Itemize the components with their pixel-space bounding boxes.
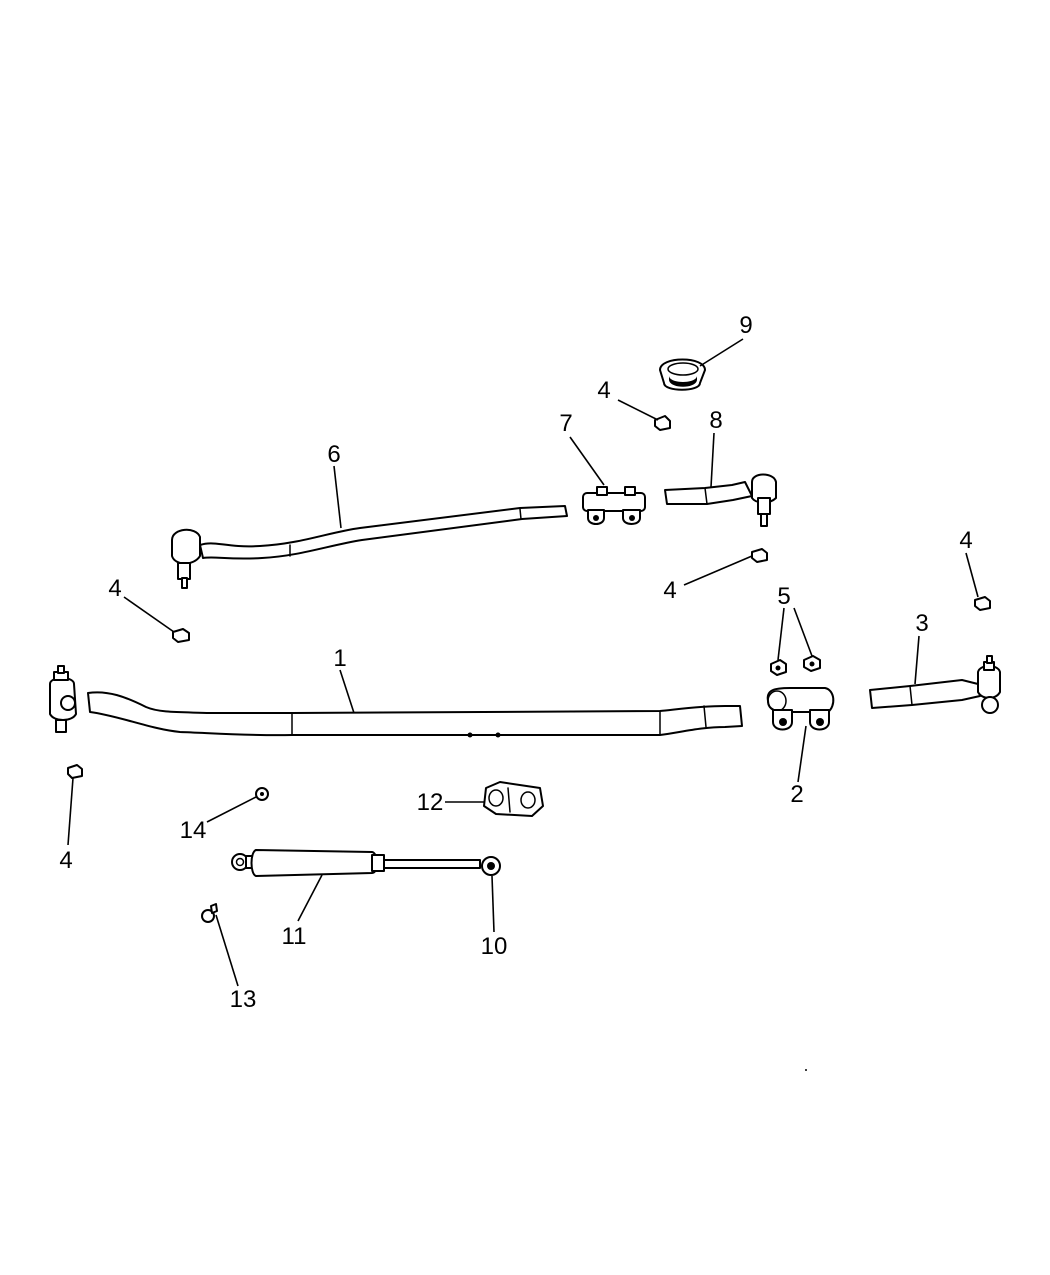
part-12-bracket xyxy=(483,781,544,817)
callout-8: 8 xyxy=(709,407,722,434)
callout-labels: 9 4 8 7 6 4 4 4 5 3 1 2 12 14 4 11 10 13 xyxy=(59,312,972,1013)
callout-11: 11 xyxy=(282,923,307,950)
part-7-adjusting-sleeve xyxy=(582,486,646,525)
part-10-bushing xyxy=(481,856,501,876)
part-4-nut xyxy=(751,548,768,563)
part-9-boot xyxy=(659,358,706,391)
part-11-steering-damper xyxy=(231,849,481,877)
callout-6: 6 xyxy=(327,441,340,468)
callout-4: 4 xyxy=(59,847,72,874)
part-13-bolt xyxy=(201,903,218,923)
callout-14: 14 xyxy=(180,817,207,844)
callout-4: 4 xyxy=(663,577,676,604)
callout-2: 2 xyxy=(790,781,803,808)
part-4-nut xyxy=(67,764,83,779)
stray-mark xyxy=(805,1069,807,1071)
part-4-nut xyxy=(654,415,671,431)
part-4-nut xyxy=(172,628,190,643)
callout-7: 7 xyxy=(559,410,572,437)
callout-4: 4 xyxy=(959,527,972,554)
callout-5: 5 xyxy=(777,583,790,610)
callout-10: 10 xyxy=(481,933,508,960)
part-5-nut xyxy=(803,655,821,672)
callout-3: 3 xyxy=(915,610,928,637)
leader-lines xyxy=(67,338,979,987)
part-3-tie-rod-end xyxy=(869,655,1001,714)
part-4-nut xyxy=(974,596,991,611)
callout-1: 1 xyxy=(333,645,346,672)
part-5-nut xyxy=(770,659,787,676)
callout-13: 13 xyxy=(230,986,257,1013)
part-2-adjusting-sleeve xyxy=(766,687,835,731)
callout-12: 12 xyxy=(417,789,444,816)
part-1-tie-rod xyxy=(49,665,743,738)
callout-4: 4 xyxy=(597,377,610,404)
part-8-tie-rod-end xyxy=(664,473,777,527)
part-6-drag-link xyxy=(171,505,568,589)
callout-4: 4 xyxy=(108,575,121,602)
part-14-washer xyxy=(255,787,269,801)
callout-9: 9 xyxy=(739,312,752,339)
